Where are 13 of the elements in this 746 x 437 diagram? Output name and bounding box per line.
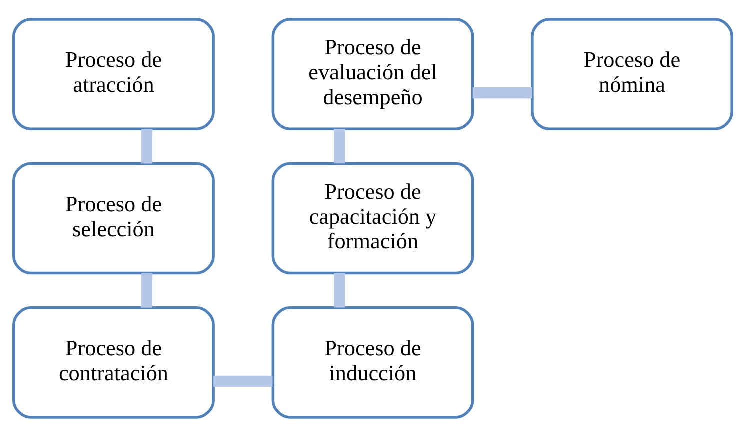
node-box: Proceso de capacitación y formación bbox=[272, 162, 474, 275]
node-box: Proceso de nómina bbox=[531, 18, 734, 130]
connector bbox=[334, 129, 346, 164]
connector bbox=[334, 273, 346, 308]
node-box: Proceso de contratación bbox=[12, 306, 215, 419]
node-box: Proceso de atracción bbox=[12, 18, 215, 130]
connector bbox=[141, 273, 153, 308]
node-box: Proceso de selección bbox=[12, 162, 215, 275]
connector bbox=[214, 376, 273, 387]
connector bbox=[141, 129, 153, 164]
connector bbox=[472, 87, 532, 99]
node-box: Proceso de evaluación del desempeño bbox=[272, 18, 474, 130]
node-box: Proceso de inducción bbox=[272, 306, 474, 419]
